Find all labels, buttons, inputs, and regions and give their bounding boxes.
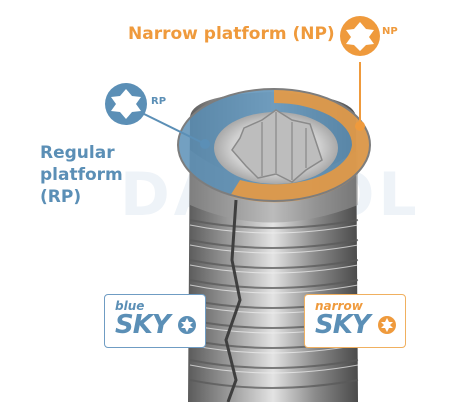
regular-platform-line1: Regular platform — [40, 143, 123, 185]
rp-leader-dot — [200, 139, 210, 149]
narrow-platform-ring — [230, 89, 371, 203]
implant-groove — [224, 199, 242, 402]
thread-lines — [189, 219, 359, 389]
np-leader-dot — [355, 121, 365, 131]
narrow-platform-label: Narrow platform (NP) — [128, 24, 335, 44]
blue-sky-logo-top: blue — [115, 299, 145, 313]
narrow-sky-logo-main: SKY — [315, 310, 371, 340]
narrow-sky-star-icon — [378, 316, 396, 334]
blue-sky-star-icon — [178, 316, 196, 334]
rp-badge-label: RP — [151, 96, 167, 107]
narrow-sky-logo-top: narrow — [315, 299, 363, 313]
regular-platform-label: Regular platform (RP) — [40, 142, 200, 208]
np-badge-label: NP — [382, 26, 398, 37]
blue-sky-logo: blue SKY — [104, 294, 206, 348]
regular-platform-line2: (RP) — [40, 187, 82, 207]
narrow-sky-logo: narrow SKY — [304, 294, 406, 348]
blue-sky-logo-main: SKY — [115, 310, 171, 340]
rp-socket-icon — [111, 89, 141, 119]
rp-leader-line — [139, 111, 206, 145]
np-socket-icon — [346, 22, 374, 51]
